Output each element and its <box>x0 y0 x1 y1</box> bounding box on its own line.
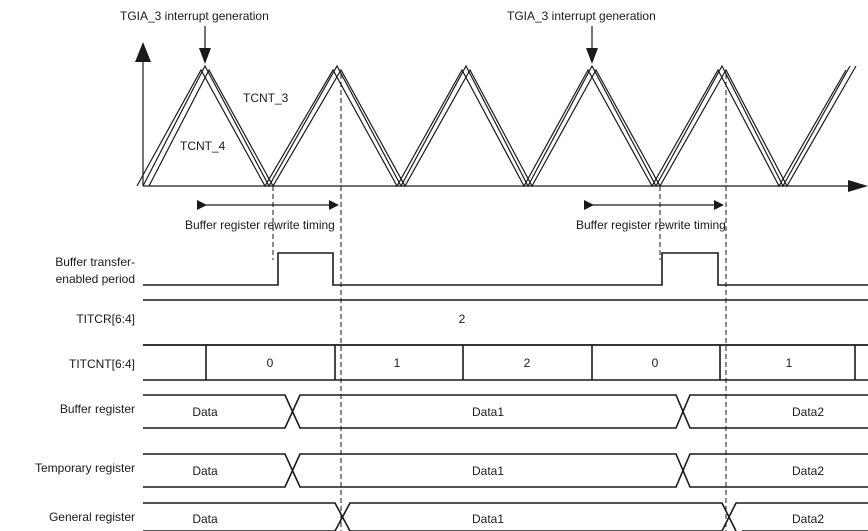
buffer-transfer-label-line2: enabled period <box>56 272 135 286</box>
titcr-value: 2 <box>459 312 466 326</box>
temporary-register-bus <box>143 453 868 488</box>
buffer-transfer-label-line1: Buffer transfer- <box>55 255 135 269</box>
buffer-transfer-enabled-waveform <box>143 252 868 286</box>
titcnt-value: 1 <box>786 356 793 370</box>
titcr-label: TITCR[6:4] <box>76 312 135 326</box>
titcnt-value: 0 <box>267 356 274 370</box>
titcnt-label: TITCNT[6:4] <box>69 357 135 371</box>
temporary-register-value: Data2 <box>792 464 824 478</box>
temporary-register-bus-break <box>670 451 696 491</box>
x-axis-arrowhead-icon <box>848 180 868 192</box>
tcnt-waveforms <box>136 64 857 188</box>
general-register-label: General register <box>49 510 135 524</box>
interrupt-label-1: TGIA_3 interrupt generation <box>120 9 269 23</box>
counter-axes <box>135 42 868 192</box>
buffer-register-value: Data1 <box>472 405 504 419</box>
tcnt3-label: TCNT_3 <box>243 91 289 105</box>
general-register-bus-break <box>716 500 742 531</box>
general-register-value: Data <box>192 512 218 526</box>
general-register-bus <box>143 502 868 531</box>
down-arrow-icon <box>586 48 598 64</box>
general-register-value: Data1 <box>472 512 504 526</box>
rewrite-timing-label-2: Buffer register rewrite timing <box>576 218 726 232</box>
tcnt4-label: TCNT_4 <box>180 139 226 153</box>
general-register-value: Data2 <box>792 512 824 526</box>
rewrite-timing-label-1: Buffer register rewrite timing <box>185 218 335 232</box>
temporary-register-value: Data <box>192 464 218 478</box>
titcnt-value: 2 <box>524 356 531 370</box>
timing-guides <box>272 74 727 531</box>
temporary-register-label: Temporary register <box>35 461 135 475</box>
buffer-register-bus <box>143 394 868 429</box>
titcnt-value: 1 <box>394 356 401 370</box>
y-axis-arrowhead-icon <box>135 42 151 62</box>
buffer-register-bus-break <box>670 392 696 432</box>
buffer-register-value: Data2 <box>792 405 824 419</box>
down-arrow-icon <box>199 48 211 64</box>
temporary-register-value: Data1 <box>472 464 504 478</box>
titcr-bus <box>143 299 868 346</box>
titcnt-bus <box>143 344 868 381</box>
interrupt-arrow-2 <box>586 26 598 64</box>
titcnt-value: 0 <box>652 356 659 370</box>
interrupt-label-2: TGIA_3 interrupt generation <box>507 9 656 23</box>
buffer-register-label: Buffer register <box>60 402 135 416</box>
buffer-register-value: Data <box>192 405 218 419</box>
interrupt-arrow-1 <box>199 26 211 64</box>
